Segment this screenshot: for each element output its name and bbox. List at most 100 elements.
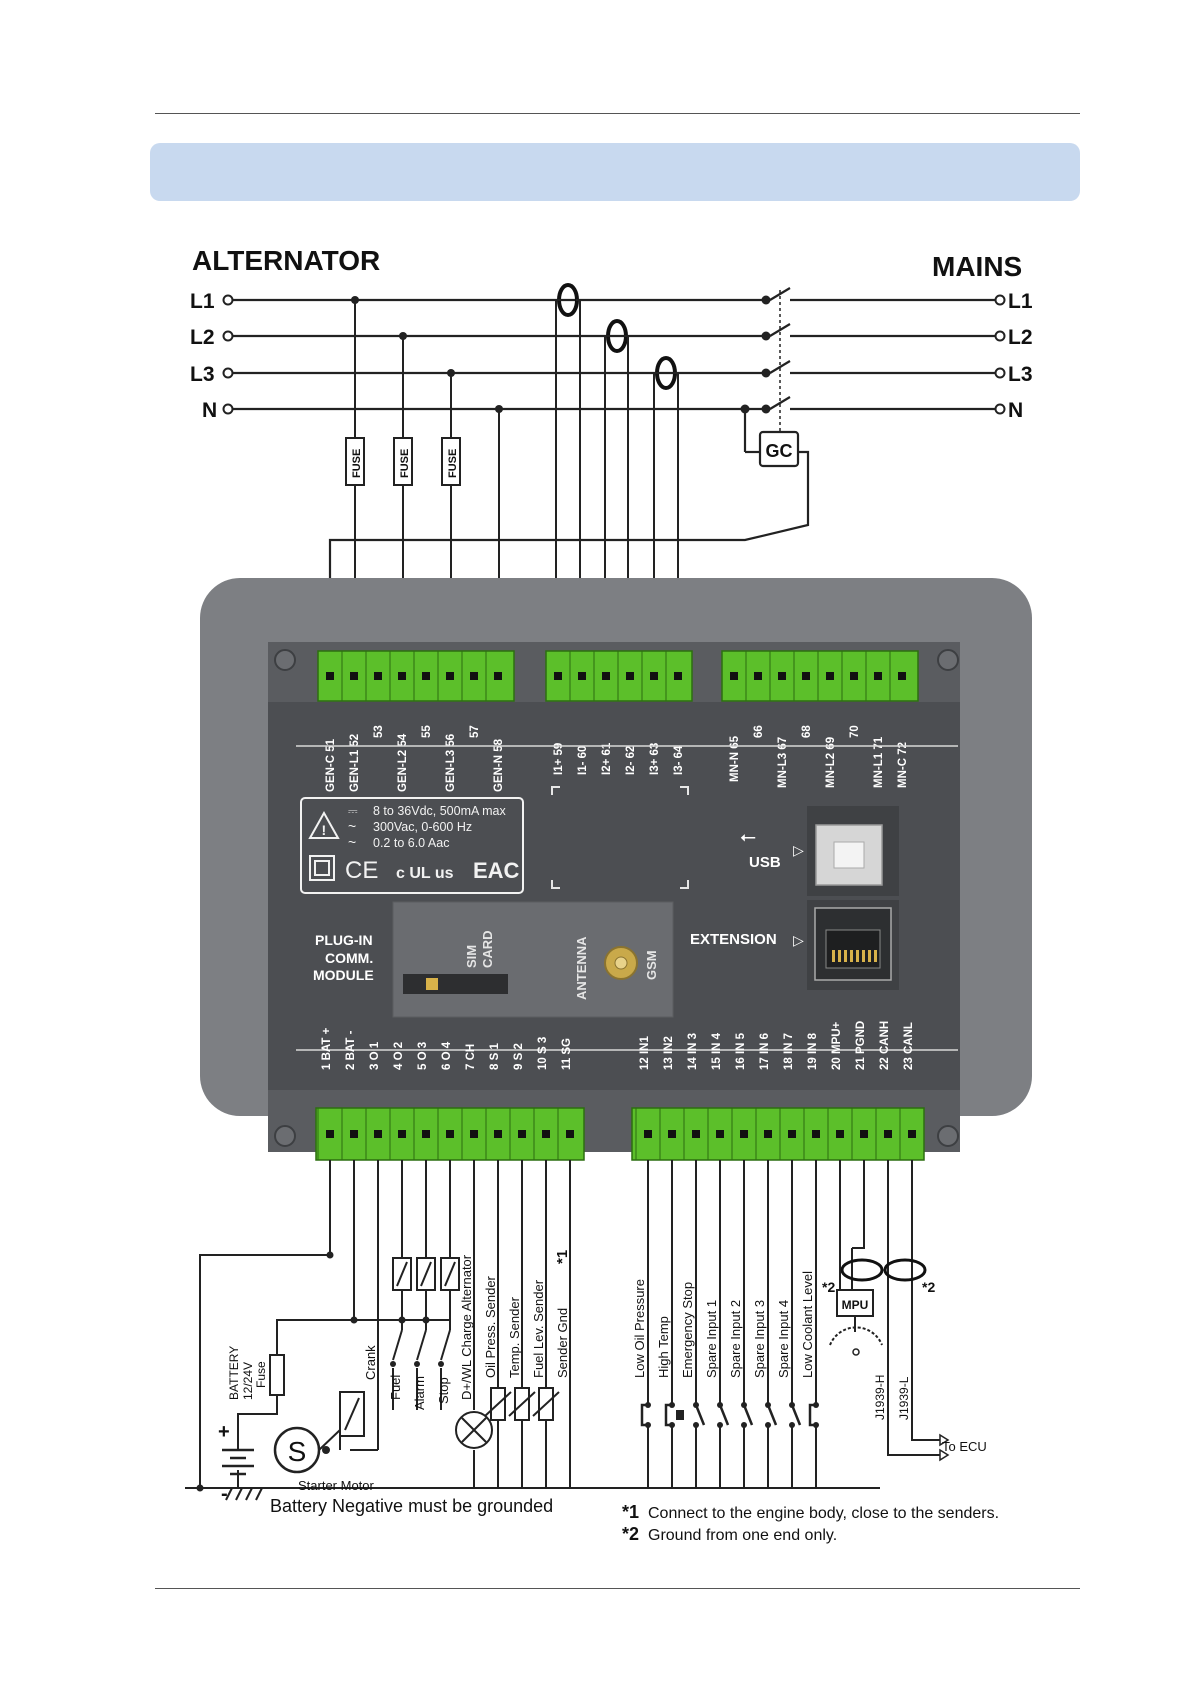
gen-line-l1: L1	[190, 290, 215, 313]
sender-labels: Oil Press. Sender Temp. Sender Fuel Lev.…	[483, 1250, 571, 1378]
gen-line-n: N	[202, 399, 217, 422]
sender-fuel: Fuel Lev. Sender	[531, 1279, 546, 1378]
term-54: GEN-L2 54	[397, 733, 409, 792]
battery-label-1: BATTERY	[227, 1346, 241, 1400]
top-labels: GEN-C 51 GEN-L1 52 53 GEN-L2 54 55 GEN-L…	[325, 725, 909, 792]
mains-line-n: N	[1008, 399, 1023, 422]
plugin-label-1: PLUG-IN	[315, 932, 373, 948]
ac-icon-1: ~	[348, 818, 356, 834]
top-ct-pin	[626, 672, 634, 680]
term-2: 2 BAT -	[345, 1030, 357, 1070]
sim-label-2: CARD	[480, 930, 495, 968]
term-5: 5 O 3	[417, 1042, 429, 1070]
term-11: 11 SG	[561, 1038, 573, 1070]
double-insulation-icon	[309, 855, 335, 881]
term-55: 55	[421, 725, 433, 738]
top-mains-pin	[874, 672, 882, 680]
battery-plus-icon: +	[218, 1421, 230, 1443]
fuse-3-label: FUSE	[447, 449, 459, 478]
bottom-right-pin	[764, 1130, 772, 1138]
sender-temp: Temp. Sender	[507, 1296, 522, 1378]
term-4: 4 O 2	[393, 1042, 405, 1070]
term-53: 53	[373, 725, 385, 738]
bottom-right-pin	[788, 1130, 796, 1138]
top-gen-pin	[326, 672, 334, 680]
sim-slot	[403, 974, 508, 994]
top-gen-pin	[374, 672, 382, 680]
plugin-label-3: MODULE	[313, 967, 374, 983]
emergency-stop-marker	[676, 1410, 684, 1420]
term-8: 8 S 1	[489, 1043, 501, 1070]
sender-oil: Oil Press. Sender	[483, 1275, 498, 1378]
bottom-right-pin	[740, 1130, 748, 1138]
charge-label: D+/WL Charge Alternator	[459, 1254, 474, 1400]
bottom-right-pin	[716, 1130, 724, 1138]
battery	[222, 1448, 254, 1476]
extension-label: EXTENSION	[690, 931, 777, 948]
ct-bracket	[551, 786, 689, 889]
bottom-right-pin	[836, 1130, 844, 1138]
bottom-left-pin	[494, 1130, 502, 1138]
alternator-heading: ALTERNATOR	[192, 245, 380, 276]
top-gen-pin	[494, 672, 502, 680]
top-ct-pin	[578, 672, 586, 680]
term-10: 10 S 3	[537, 1037, 549, 1070]
term-18: 18 IN 7	[783, 1033, 795, 1070]
term-3: 3 O 1	[369, 1041, 381, 1070]
shield-mark-1: *2	[822, 1279, 835, 1295]
bottom-left-pin	[350, 1130, 358, 1138]
input-labels: Low Oil Pressure High Temp Emergency Sto…	[632, 1271, 815, 1378]
term-16: 16 IN 5	[735, 1032, 747, 1070]
term-20: 20 MPU+	[831, 1021, 843, 1070]
term-59: I1+ 59	[553, 743, 565, 775]
top-gen-pin	[398, 672, 406, 680]
top-mains-pin	[826, 672, 834, 680]
ce-mark: CE	[345, 857, 378, 884]
starter-symbol: S	[288, 1436, 307, 1467]
usb-arrow-icon: ▷	[793, 842, 804, 858]
top-gen-pin	[446, 672, 454, 680]
term-71: MN-L1 71	[873, 736, 885, 788]
usb-icon: ⭠	[740, 826, 756, 848]
rating-label: ! ⎓ ~ ~ 8 to 36Vdc, 500mA max 300Vac, 0-…	[300, 797, 524, 894]
mains-heading: MAINS	[932, 251, 1022, 282]
term-70: 70	[849, 725, 861, 738]
gc-label: GC	[766, 441, 793, 461]
bottom-labels-left: 1 BAT + 2 BAT - 3 O 1 4 O 2 5 O 3 6 O 4 …	[321, 1027, 573, 1070]
mains-line-l3: L3	[1008, 363, 1033, 386]
crank-relay	[339, 1391, 365, 1437]
term-52: GEN-L1 52	[349, 734, 361, 792]
bottom-left-pin	[542, 1130, 550, 1138]
term-57: 57	[469, 725, 481, 738]
top-gen-pin	[350, 672, 358, 680]
note-1-mark: *1	[622, 1502, 639, 1522]
crank-label: Crank	[363, 1345, 378, 1380]
bottom-left-pin	[566, 1130, 574, 1138]
gc-contactor	[328, 287, 810, 645]
term-9: 9 S 2	[513, 1043, 525, 1070]
usb-label: USB	[749, 854, 781, 871]
mains-line-l2: L2	[1008, 326, 1033, 349]
bottom-connector-left	[315, 1107, 585, 1161]
junction-dots	[351, 295, 771, 414]
dc-icon: ⎓	[348, 804, 358, 818]
lower-wiring	[185, 1160, 940, 1489]
antenna-label: ANTENNA	[574, 936, 589, 1000]
mains-line-l1: L1	[1008, 290, 1033, 313]
term-6: 6 O 4	[441, 1041, 453, 1070]
sender-note-mark: *1	[554, 1250, 571, 1264]
footer-rule	[155, 1588, 1080, 1589]
input-low-oil: Low Oil Pressure	[632, 1279, 647, 1378]
top-ct-pin	[554, 672, 562, 680]
bottom-left-pin	[398, 1130, 406, 1138]
bottom-left-pin	[446, 1130, 454, 1138]
term-7: 7 CH	[465, 1044, 477, 1070]
battery-fuse-label: Fuse	[254, 1361, 268, 1388]
note-2-mark: *2	[622, 1524, 639, 1544]
header-rule	[155, 113, 1080, 114]
bottom-left-pin	[326, 1130, 334, 1138]
plugin-label: PLUG-IN COMM. MODULE	[313, 932, 374, 983]
fuse-2: FUSE	[393, 437, 413, 486]
ct-wires	[555, 299, 679, 645]
